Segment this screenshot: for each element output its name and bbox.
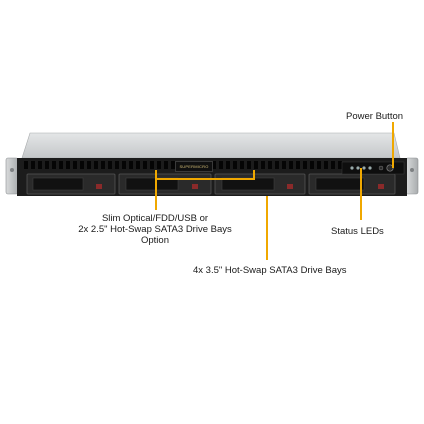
callout-drive-bays: 4x 3.5" Hot-Swap SATA3 Drive Bays: [193, 265, 347, 276]
callout-line-drive-bays: [266, 196, 268, 260]
callout-slim-optical-line1: Slim Optical/FDD/USB or: [101, 213, 209, 224]
callout-slim-optical: Slim Optical/FDD/USB or 2x 2.5" Hot-Swap…: [75, 213, 235, 246]
callout-power-button: Power Button: [346, 111, 404, 122]
callout-slim-optical-line3: Option: [141, 235, 169, 246]
callout-slim-optical-line2: 2x 2.5" Hot-Swap SATA3 Drive Bays: [78, 224, 232, 235]
brand-logo-text: SUPERMICRO: [179, 164, 209, 169]
callout-line-slim-optical-bracket: [155, 178, 255, 180]
rack-ear-right: [405, 157, 419, 195]
callout-line-slim-optical-right: [253, 170, 255, 180]
status-led-icon: [356, 166, 360, 170]
callout-status-leds: Status LEDs: [331, 226, 384, 237]
status-led-icon: [368, 166, 372, 170]
drive-bay-handle: [32, 177, 365, 191]
rack-ear-left: [5, 157, 19, 195]
callout-line-slim-optical-left: [155, 170, 157, 210]
drive-bay-latch: [96, 184, 384, 189]
status-led-icon: [350, 166, 354, 170]
vent-grille: [24, 161, 342, 169]
power-button-icon: [386, 164, 394, 172]
chassis-top-cover: [21, 132, 401, 159]
callout-line-status-leds: [360, 168, 362, 220]
brand-logo: SUPERMICRO: [175, 161, 213, 172]
callout-line-power-button: [392, 122, 394, 168]
control-panel: [341, 161, 405, 175]
reset-button-icon: [378, 165, 384, 171]
status-led-icon: [362, 166, 366, 170]
